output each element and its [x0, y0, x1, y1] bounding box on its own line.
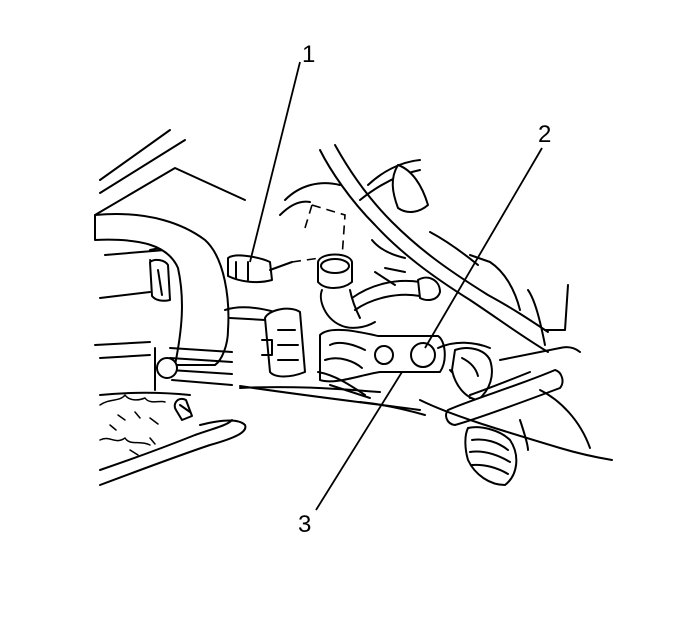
lower-left-tube	[99, 398, 247, 486]
central-manifold	[224, 306, 306, 378]
right-hose	[419, 341, 613, 461]
hose-clamp	[154, 347, 233, 391]
callout-1: 1	[302, 41, 315, 68]
callout-leaders	[249, 61, 543, 511]
sensor-plug	[304, 204, 361, 326]
callout-3: 3	[298, 511, 311, 538]
wiring-harness	[339, 267, 441, 329]
leader-line-3	[315, 371, 403, 511]
upper-right-hoses	[279, 144, 569, 353]
bolted-bracket	[317, 328, 446, 399]
left-bracket	[149, 258, 171, 302]
electrical-connector	[227, 254, 321, 284]
lower-right-ribbed-hose	[464, 426, 518, 486]
leader-line-1	[249, 61, 301, 263]
leader-line-2	[424, 147, 543, 349]
lower-edge-lines	[239, 385, 426, 416]
lower-left-casting	[99, 394, 166, 456]
left-plate	[99, 386, 381, 396]
callout-2: 2	[538, 121, 551, 148]
